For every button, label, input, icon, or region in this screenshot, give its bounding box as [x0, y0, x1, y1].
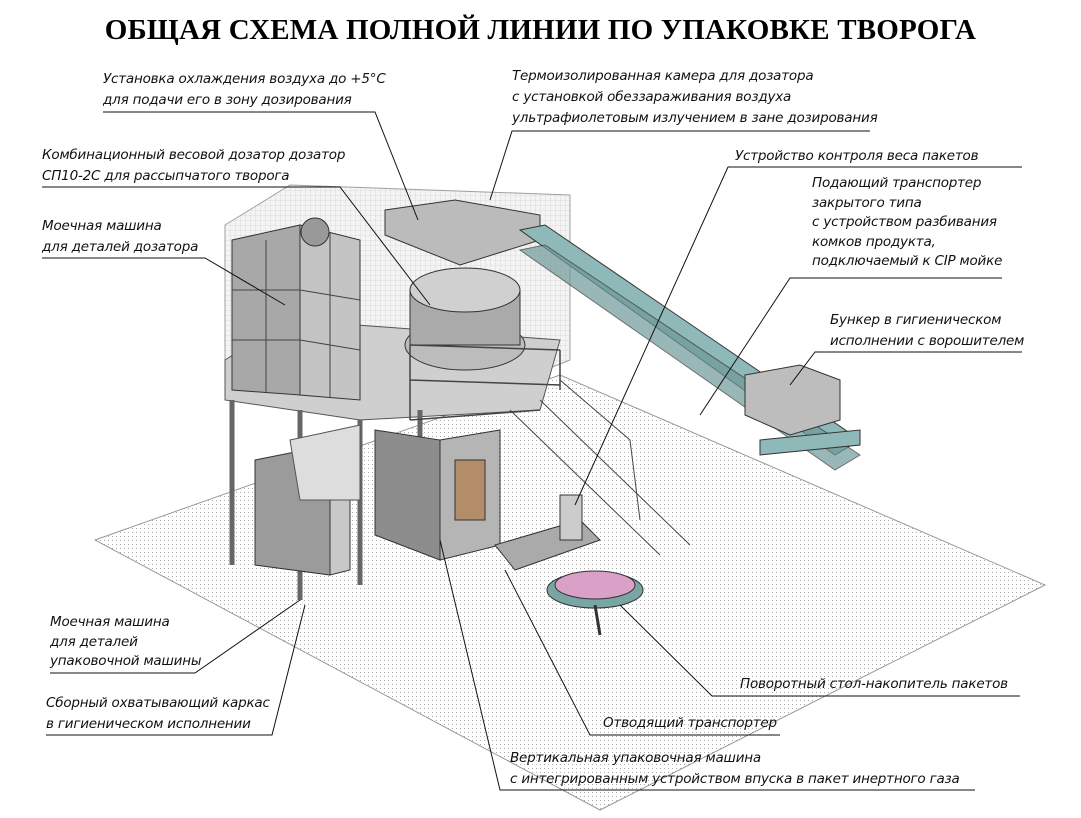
label-vffs: Вертикальная упаковочная машина с интегр…: [510, 748, 960, 790]
label-line: для подачи его в зону дозирования: [103, 92, 352, 108]
label-line: Вертикальная упаковочная машина: [510, 750, 761, 766]
label-line: Установка охлаждения воздуха до +5°С: [103, 71, 386, 87]
label-feed-conveyor: Подающий транспортер закрытого типа с ус…: [812, 174, 1002, 272]
diagram-title: ОБЩАЯ СХЕМА ПОЛНОЙ ЛИНИИ ПО УПАКОВКЕ ТВО…: [104, 14, 977, 46]
label-line: закрытого типа: [812, 194, 922, 211]
label-turntable: Поворотный стол-накопитель пакетов: [740, 674, 1008, 695]
label-line: Сборный охватывающий каркас: [46, 695, 270, 711]
label-line: Комбинационный весовой дозатор дозатор: [42, 147, 346, 163]
turntable: [546, 570, 644, 636]
stairs: [509, 379, 691, 556]
label-line: для деталей: [50, 633, 138, 650]
label-line: Устройство контроля веса пакетов: [735, 148, 979, 164]
label-checkweigher: Устройство контроля веса пакетов: [735, 146, 979, 167]
label-line: Моечная машина: [50, 614, 170, 630]
label-line: с установкой обеззараживания воздуха: [512, 89, 792, 105]
label-line: Термоизолированная камера для дозатора: [512, 68, 814, 84]
leader-lines: [42, 111, 1022, 791]
label-line: Подающий транспортер: [812, 175, 982, 191]
label-line: подключаемый к CIP мойке: [812, 253, 1003, 269]
label-line: для деталей дозатора: [42, 239, 199, 255]
label-line: Поворотный стол-накопитель пакетов: [740, 676, 1008, 692]
label-air-cooling: Установка охлаждения воздуха до +5°С для…: [103, 69, 386, 111]
label-line: комков продукта,: [812, 233, 936, 250]
label-line: с интегрированным устройством впуска в п…: [510, 771, 960, 787]
washer-packer: [254, 424, 361, 576]
label-line: исполнении с ворошителем: [830, 333, 1025, 349]
combination-weigher: [404, 267, 526, 371]
label-line: упаковочной машины: [50, 653, 202, 669]
label-line: Бункер в гигиеническом: [830, 312, 1002, 328]
label-line: Моечная машина: [42, 218, 162, 234]
checkweigher: [559, 494, 583, 541]
label-hopper: Бункер в гигиеническом исполнении с воро…: [830, 310, 1024, 352]
label-line: Отводящий транспортер: [603, 715, 777, 731]
label-washer-packer: Моечная машина для деталей упаковочной м…: [50, 613, 202, 672]
label-line: СП10-2С для рассыпчатого творога: [42, 168, 290, 184]
label-frame: Сборный охватывающий каркас в гигиеничес…: [46, 693, 270, 735]
label-thermo-chamber: Термоизолированная камера для дозатора с…: [512, 66, 878, 129]
label-line: с устройством разбивания: [812, 214, 997, 230]
label-line: ультрафиолетовым излучением в зане дозир…: [512, 110, 878, 126]
label-washer-doser: Моечная машина для деталей дозатора: [42, 216, 198, 258]
hopper: [744, 364, 861, 456]
label-line: в гигиеническом исполнении: [46, 716, 251, 732]
label-weigher: Комбинационный весовой дозатор дозатор С…: [42, 145, 345, 187]
platform-railing: [409, 344, 561, 421]
washer-doser: [231, 217, 361, 401]
vffs-machine: [374, 429, 501, 561]
label-outfeed: Отводящий транспортер: [603, 713, 777, 734]
